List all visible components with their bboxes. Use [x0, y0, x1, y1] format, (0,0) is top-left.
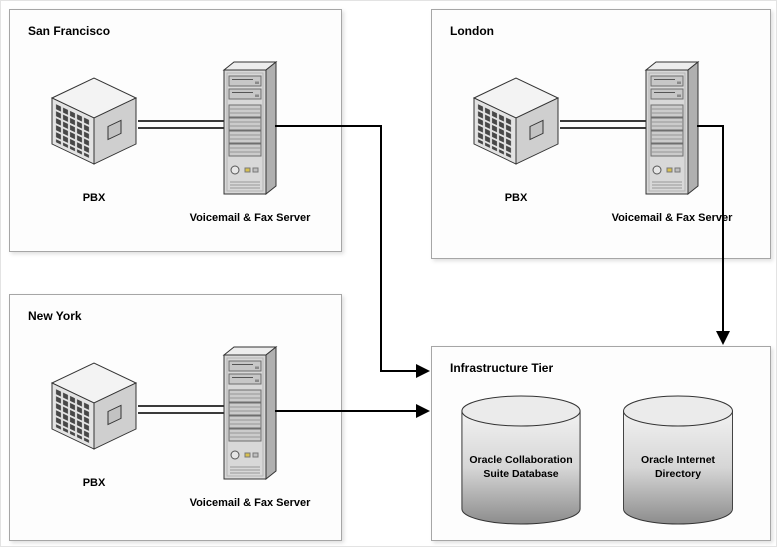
- infrastructure-tier-title: Infrastructure Tier: [450, 361, 554, 375]
- pbx-device: [466, 72, 566, 172]
- server-device: [220, 60, 280, 205]
- pbx-icon: [44, 72, 144, 167]
- pbx-label: PBX: [82, 477, 106, 489]
- site-box-london: London PBX Voicemail & Fax Server: [431, 9, 771, 259]
- pbx-label: PBX: [82, 192, 106, 204]
- site-box-new-york: New York PBX Voicemail & Fax Server: [9, 294, 342, 541]
- tower-server-icon: [220, 60, 280, 200]
- server-label: Voicemail & Fax Server: [611, 212, 733, 224]
- database-oracle-internet-directory: Oracle Internet Directory: [619, 391, 737, 531]
- database-oracle-collaboration-suite: Oracle Collaboration Suite Database: [457, 391, 585, 531]
- pbx-device: [44, 357, 144, 457]
- arrowhead-sf-icon: [416, 364, 430, 378]
- site-title-london: London: [450, 24, 494, 38]
- server-device: [220, 345, 280, 490]
- pbx-icon: [44, 357, 144, 452]
- tower-server-icon: [220, 345, 280, 485]
- site-box-san-francisco: San Francisco PBX Voicemail & Fax Server: [9, 9, 342, 252]
- server-device: [642, 60, 702, 205]
- database-label: Oracle Collaboration Suite Database: [469, 454, 573, 480]
- server-label: Voicemail & Fax Server: [189, 212, 311, 224]
- site-title-san-francisco: San Francisco: [28, 24, 111, 38]
- server-label: Voicemail & Fax Server: [189, 497, 311, 509]
- pbx-server-cable: [138, 120, 224, 129]
- site-title-new-york: New York: [28, 309, 82, 323]
- pbx-device: [44, 72, 144, 172]
- tower-server-icon: [642, 60, 702, 200]
- arrowhead-ny-icon: [416, 404, 430, 418]
- infrastructure-tier-box: Infrastructure Tier Oracle Collaboration…: [431, 346, 771, 541]
- database-label: Oracle Internet Directory: [640, 454, 716, 480]
- arrowhead-london-icon: [716, 331, 730, 345]
- pbx-server-cable: [560, 120, 646, 129]
- pbx-icon: [466, 72, 566, 167]
- pbx-label: PBX: [504, 192, 528, 204]
- pbx-server-cable: [138, 405, 224, 414]
